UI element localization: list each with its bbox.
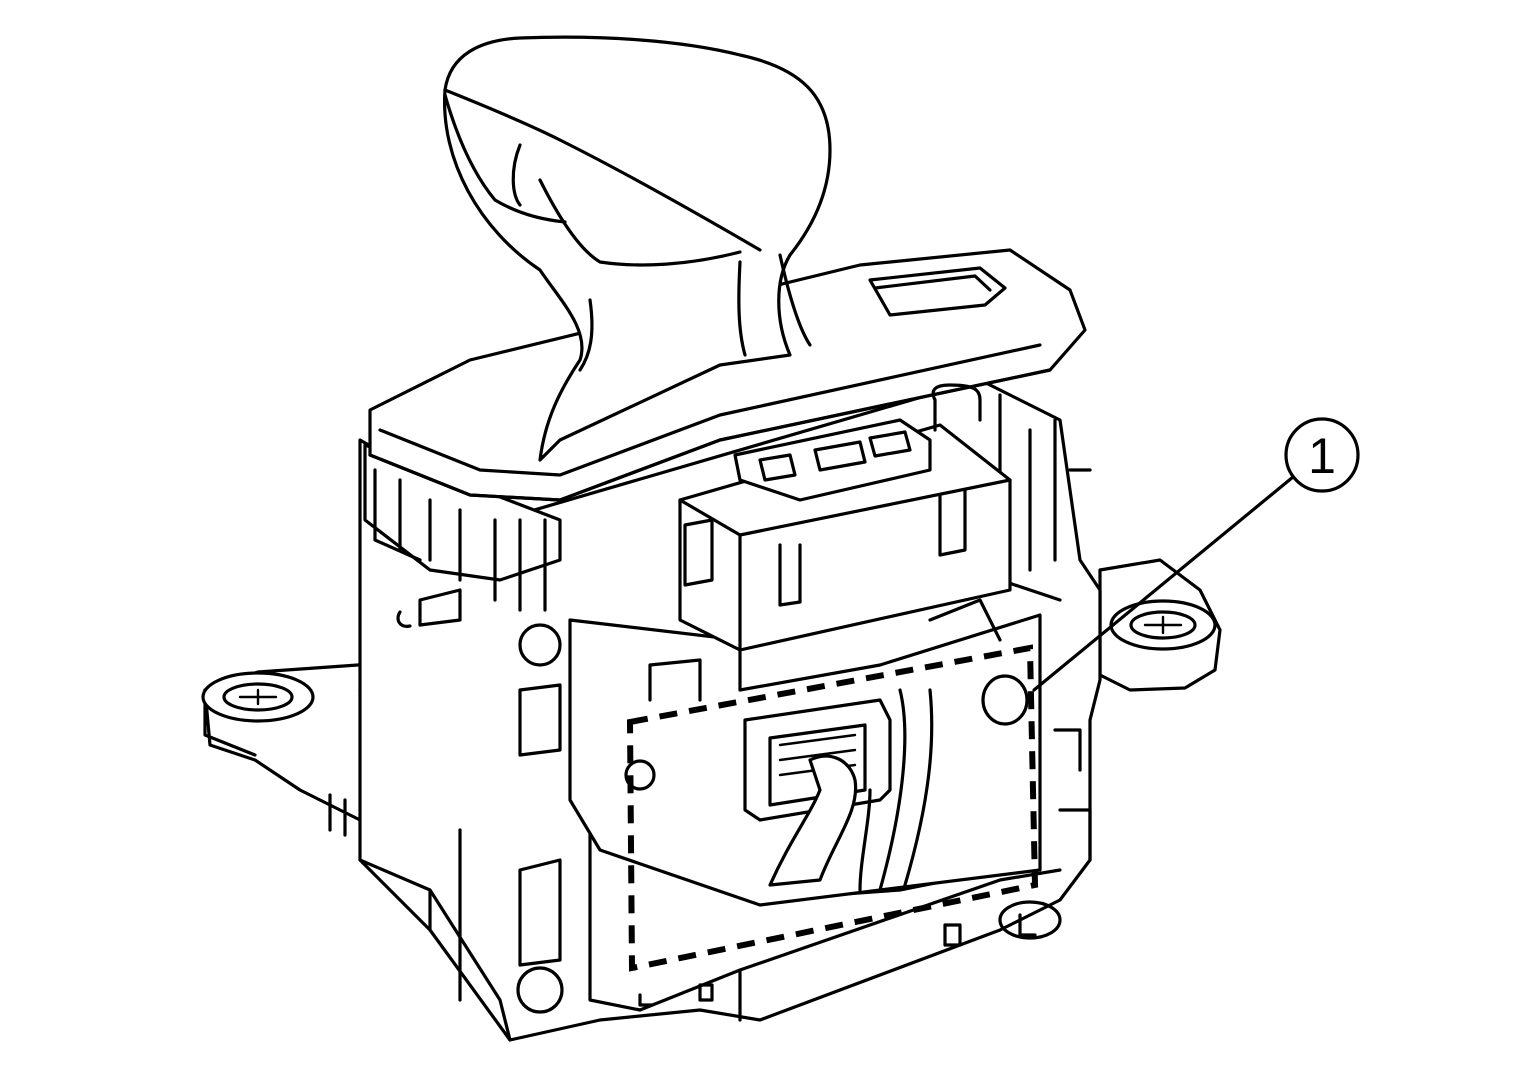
upper-frame	[363, 393, 1092, 628]
switch-block	[678, 418, 1012, 652]
detail-area-outline	[626, 644, 1039, 972]
lever-rod	[931, 383, 982, 432]
callout-1-label: 1	[1308, 428, 1336, 484]
selector-knob	[442, 35, 832, 462]
right-mounting-bracket	[1098, 558, 1222, 692]
callout-1: 1	[1032, 417, 1360, 692]
harness-connector	[743, 688, 934, 892]
